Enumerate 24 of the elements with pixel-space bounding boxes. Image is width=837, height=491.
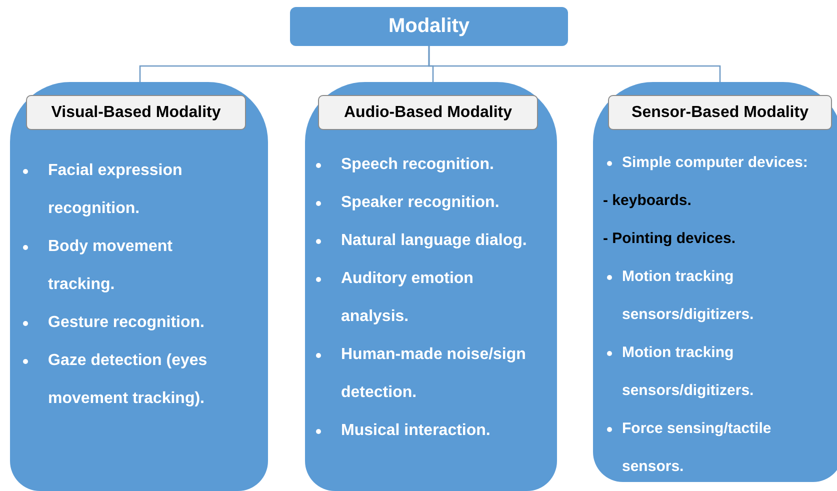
category-header: Audio-Based Modality [318, 95, 538, 130]
category-panel [593, 82, 837, 482]
list-item: - Pointing devices. [603, 230, 736, 247]
list-item: Motion tracking sensors/digitizers. [622, 344, 754, 399]
list-item: Force sensing/tactile sensors. [622, 420, 772, 475]
list-item: Human-made noise/sign detection. [341, 346, 526, 401]
category-header: Visual-Based Modality [26, 95, 246, 130]
list-item: Speech recognition. [341, 156, 494, 173]
title-box: Modality [290, 7, 568, 46]
list-item: Auditory emotion analysis. [341, 270, 474, 325]
list-item: Natural language dialog. [341, 232, 527, 249]
category-header: Sensor-Based Modality [608, 95, 832, 130]
list-item: Facial expression recognition. [48, 162, 182, 217]
list-item: Speaker recognition. [341, 194, 500, 211]
category-panel [305, 82, 557, 491]
connector-line [428, 46, 721, 82]
list-item: Motion tracking sensors/digitizers. [622, 268, 754, 323]
list-item: Musical interaction. [341, 422, 490, 439]
list-item: - keyboards. [603, 192, 692, 209]
category-panel [10, 82, 268, 491]
list-item: Body movement tracking. [48, 238, 172, 293]
list-item: Gaze detection (eyes movement tracking). [48, 352, 208, 407]
list-item: Gesture recognition. [48, 314, 204, 331]
list-item: Simple computer devices: [622, 154, 808, 171]
